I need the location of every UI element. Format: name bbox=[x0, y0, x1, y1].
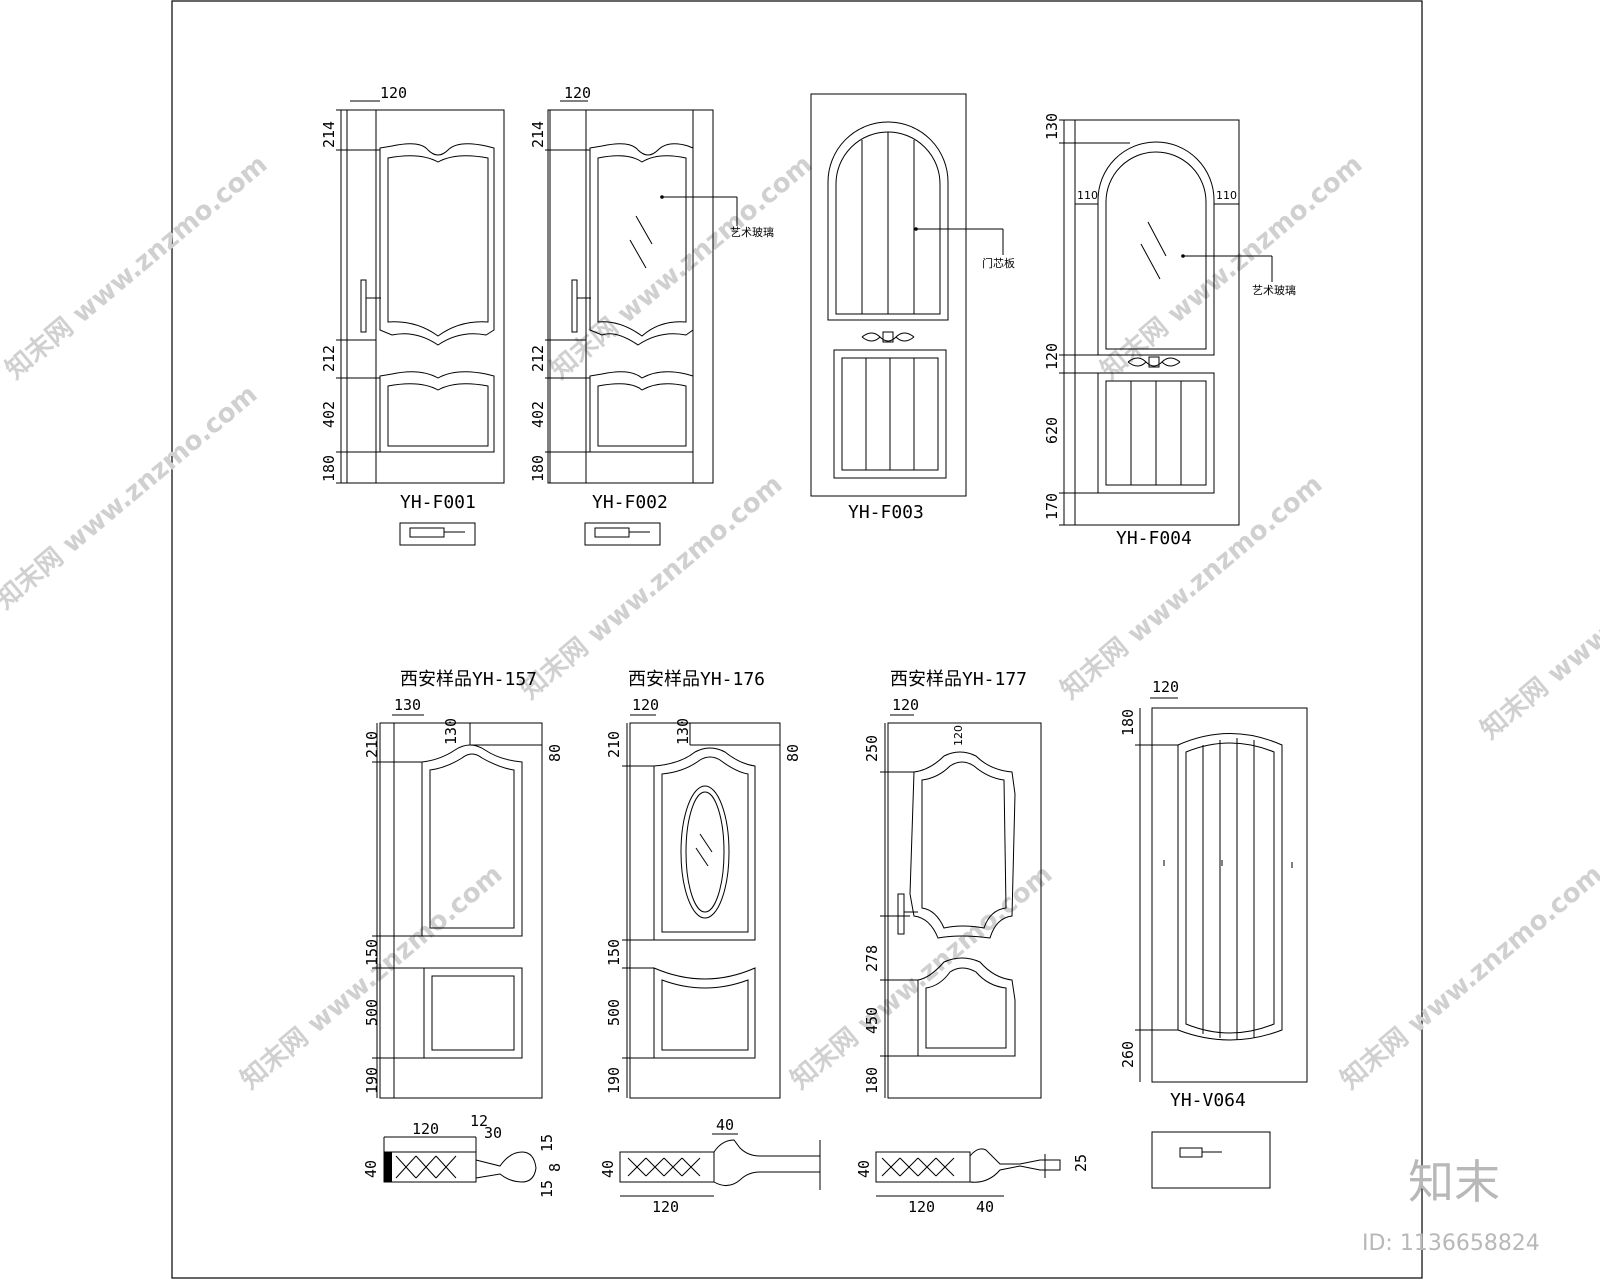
dim-top-rail: 214 bbox=[320, 121, 338, 148]
sheet-frame bbox=[171, 0, 1423, 1279]
brand-logo: 知末 bbox=[1408, 1155, 1500, 1209]
door-yh-177: 西安样品YH-177 120 250 120 278 450 180 bbox=[863, 669, 1042, 1099]
dim-stile: 130 bbox=[394, 696, 421, 714]
sec-dim-profile: 40 bbox=[716, 1116, 734, 1134]
sec-dim-width: 120 bbox=[652, 1198, 679, 1216]
dim-stile: 120 bbox=[892, 696, 919, 714]
dim-arch: 130 bbox=[674, 718, 692, 745]
sec-dim-15-top: 15 bbox=[538, 1134, 556, 1152]
dim-mid-rail: 212 bbox=[529, 345, 547, 372]
dim-arch-rise: 80 bbox=[784, 744, 802, 762]
dim-top-rail: 250 bbox=[863, 735, 881, 762]
sec-dim-width: 120 bbox=[412, 1120, 439, 1138]
dim-top-rail: 180 bbox=[1119, 709, 1137, 736]
watermark-text: 知末网 www.znzmo.com bbox=[235, 859, 508, 1095]
section-yh-157: 120 12 30 15 8 15 40 bbox=[362, 1112, 564, 1198]
section-yh-176: 40 40 120 bbox=[599, 1116, 821, 1216]
dim-mid-rail: 278 bbox=[863, 945, 881, 972]
dim-width: 120 bbox=[564, 84, 591, 102]
image-id: ID: 1136658824 bbox=[1362, 1231, 1540, 1256]
door-label: YH-F001 bbox=[400, 492, 476, 513]
sec-dim-30: 30 bbox=[484, 1124, 502, 1142]
door-label: YH-F003 bbox=[848, 502, 924, 523]
dim-arch: 120 bbox=[952, 725, 965, 746]
door-title: 西安样品YH-157 bbox=[400, 669, 537, 690]
sec-dim-height: 40 bbox=[599, 1160, 617, 1178]
sec-dim-height: 40 bbox=[855, 1160, 873, 1178]
watermark-text: 知末网 www.znzmo.com bbox=[1055, 469, 1328, 705]
note-art-glass: 艺术玻璃 bbox=[1252, 283, 1296, 297]
door-yh-v064: 120 180 260 YH-V064 bbox=[1119, 678, 1308, 1189]
dim-right-stile: 110 bbox=[1216, 189, 1237, 202]
sec-dim-tongue: 25 bbox=[1072, 1154, 1090, 1172]
dim-lower-panel: 402 bbox=[320, 401, 338, 428]
dim-stile: 120 bbox=[1152, 678, 1179, 696]
dim-lower-panel: 620 bbox=[1043, 417, 1061, 444]
door-label: YH-V064 bbox=[1170, 1090, 1246, 1111]
dim-bottom-rail: 180 bbox=[320, 455, 338, 482]
door-yh-f004: 艺术玻璃 130 110 110 120 620 170 YH-F004 bbox=[1043, 113, 1296, 549]
sec-dim-profile: 40 bbox=[976, 1198, 994, 1216]
door-label: YH-F002 bbox=[592, 492, 668, 513]
dim-left-stile: 110 bbox=[1077, 189, 1098, 202]
sec-dim-12: 12 bbox=[470, 1112, 488, 1130]
dim-bottom-rail: 170 bbox=[1043, 493, 1061, 520]
watermark-text: 知末网 www.znzmo.com bbox=[1335, 859, 1600, 1095]
watermark-text: 知末网 www.znzmo.com bbox=[1095, 149, 1368, 385]
dim-top-rail: 130 bbox=[1043, 113, 1061, 140]
note-door-core-panel: 门芯板 bbox=[982, 256, 1015, 270]
watermark-text: 知末网 www.znzmo.com bbox=[1475, 509, 1600, 745]
watermark-text: 知末网 www.znzmo.com bbox=[0, 149, 273, 385]
dim-lower-panel: 500 bbox=[605, 999, 623, 1026]
dim-bottom-rail: 180 bbox=[529, 455, 547, 482]
dim-mid-rail: 212 bbox=[320, 345, 338, 372]
dim-bottom-rail: 260 bbox=[1119, 1041, 1137, 1068]
dim-top-rail: 214 bbox=[529, 121, 547, 148]
dim-bottom-rail: 180 bbox=[863, 1067, 881, 1094]
dim-top-rail: 210 bbox=[363, 731, 381, 758]
sec-dim-width: 120 bbox=[908, 1198, 935, 1216]
dim-arch: 130 bbox=[442, 718, 460, 745]
dim-mid-rail: 120 bbox=[1043, 343, 1061, 370]
door-yh-157: 西安样品YH-157 130 210 130 80 150 500 190 bbox=[363, 669, 564, 1099]
dim-bottom-rail: 190 bbox=[605, 1067, 623, 1094]
watermark-layer: 知末网 www.znzmo.com 知末网 www.znzmo.com 知末网 … bbox=[0, 149, 1600, 1095]
dim-width: 120 bbox=[380, 84, 407, 102]
section-yh-177: 40 120 40 25 bbox=[855, 1148, 1090, 1216]
dim-lower-panel: 402 bbox=[529, 401, 547, 428]
door-yh-f002: 艺术玻璃 120 214 212 402 180 YH-F002 bbox=[529, 84, 774, 546]
door-yh-176: 西安样品YH-176 120 210 130 80 150 500 190 bbox=[605, 669, 802, 1099]
dim-mid-rail: 150 bbox=[605, 939, 623, 966]
watermark-text: 知末网 www.znzmo.com bbox=[0, 379, 263, 615]
door-yh-f001: 120 214 212 402 180 YH-F001 bbox=[320, 84, 505, 546]
dim-stile: 120 bbox=[632, 696, 659, 714]
door-label: YH-F004 bbox=[1116, 528, 1192, 549]
sec-dim-15-bottom: 15 bbox=[538, 1180, 556, 1198]
dim-lower-panel: 450 bbox=[863, 1007, 881, 1034]
sec-dim-height: 40 bbox=[362, 1160, 380, 1178]
dim-arch-rise: 80 bbox=[546, 744, 564, 762]
sec-dim-8: 8 bbox=[546, 1163, 564, 1172]
dim-top-rail: 210 bbox=[605, 731, 623, 758]
dim-bottom-rail: 190 bbox=[363, 1067, 381, 1094]
dim-lower-panel: 500 bbox=[363, 999, 381, 1026]
brand-watermark: 知末 ID: 1136658824 bbox=[1362, 1155, 1540, 1256]
door-yh-f003: 门芯板 YH-F003 bbox=[810, 93, 1015, 523]
dim-mid-rail: 150 bbox=[363, 939, 381, 966]
door-title: 西安样品YH-176 bbox=[628, 669, 765, 690]
door-title: 西安样品YH-177 bbox=[890, 669, 1027, 690]
note-art-glass: 艺术玻璃 bbox=[730, 225, 774, 239]
